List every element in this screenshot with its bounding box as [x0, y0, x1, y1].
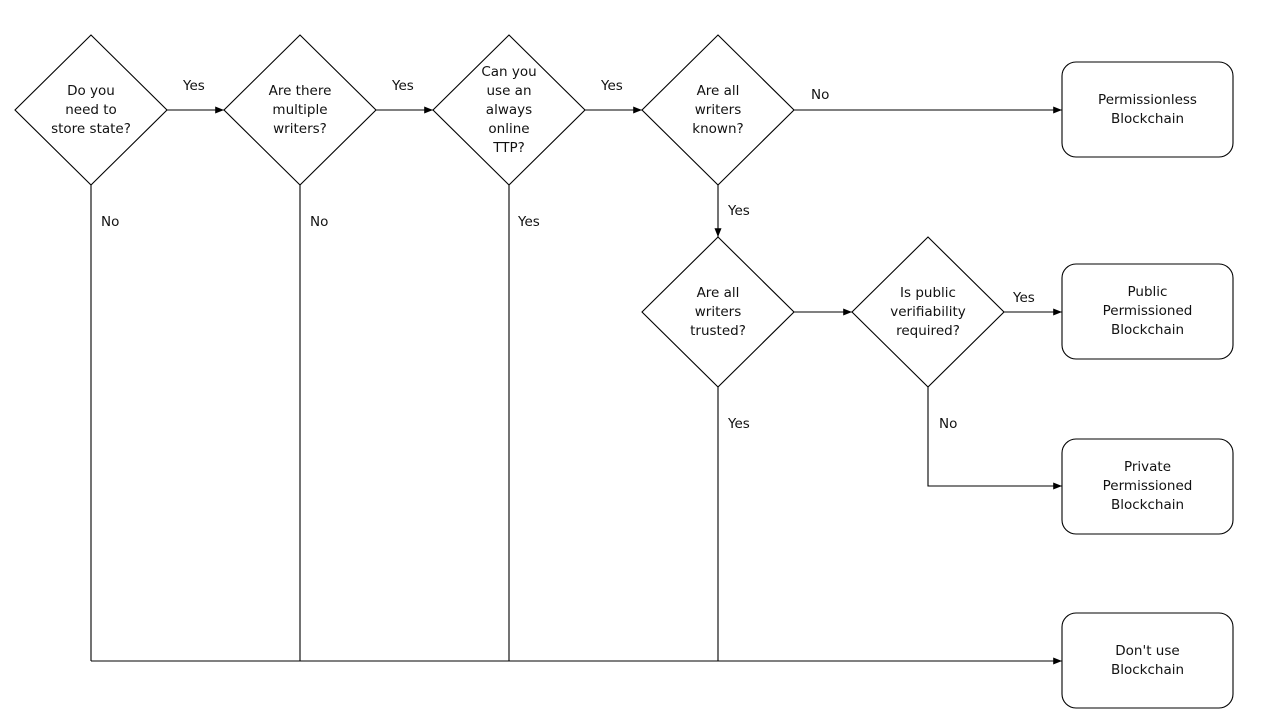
outcome-public-permissioned-text: Public Permissioned Blockchain — [1102, 284, 1193, 338]
edge-public-verifiability-no — [927, 387, 1062, 490]
label-store-state-no: No — [101, 214, 120, 230]
decision-public-verifiability-text: Is public verifiability required? — [890, 284, 966, 339]
label-store-state-yes: Yes — [183, 78, 205, 94]
label-writers-trusted-yes: Yes — [728, 416, 750, 432]
label-writers-known-no: No — [811, 87, 830, 103]
label-online-ttp-down-yes: Yes — [518, 214, 540, 230]
outcome-permissionless-text: Permissionless Blockchain — [1098, 91, 1197, 127]
decision-online-ttp-text: Can you use an always online TTP? — [481, 63, 537, 156]
label-writers-known-yes: Yes — [728, 203, 750, 219]
label-multiple-writers-no: No — [310, 214, 329, 230]
outcome-private-permissioned-text: Private Permissioned Blockchain — [1102, 459, 1193, 513]
outcome-dont-use-text: Don't use Blockchain — [1110, 642, 1185, 678]
label-online-ttp-yes: Yes — [601, 78, 623, 94]
label-multiple-writers-yes: Yes — [392, 78, 414, 94]
decision-writers-trusted-text: Are all writers trusted? — [690, 284, 746, 339]
label-public-verifiability-no: No — [939, 416, 958, 432]
decision-store-state-text: Do you need to store state? — [51, 82, 131, 137]
label-public-verifiability-yes: Yes — [1013, 290, 1035, 306]
decision-writers-known-text: Are all writers known? — [692, 82, 744, 137]
decision-multiple-writers-text: Are there multiple writers? — [268, 82, 332, 137]
